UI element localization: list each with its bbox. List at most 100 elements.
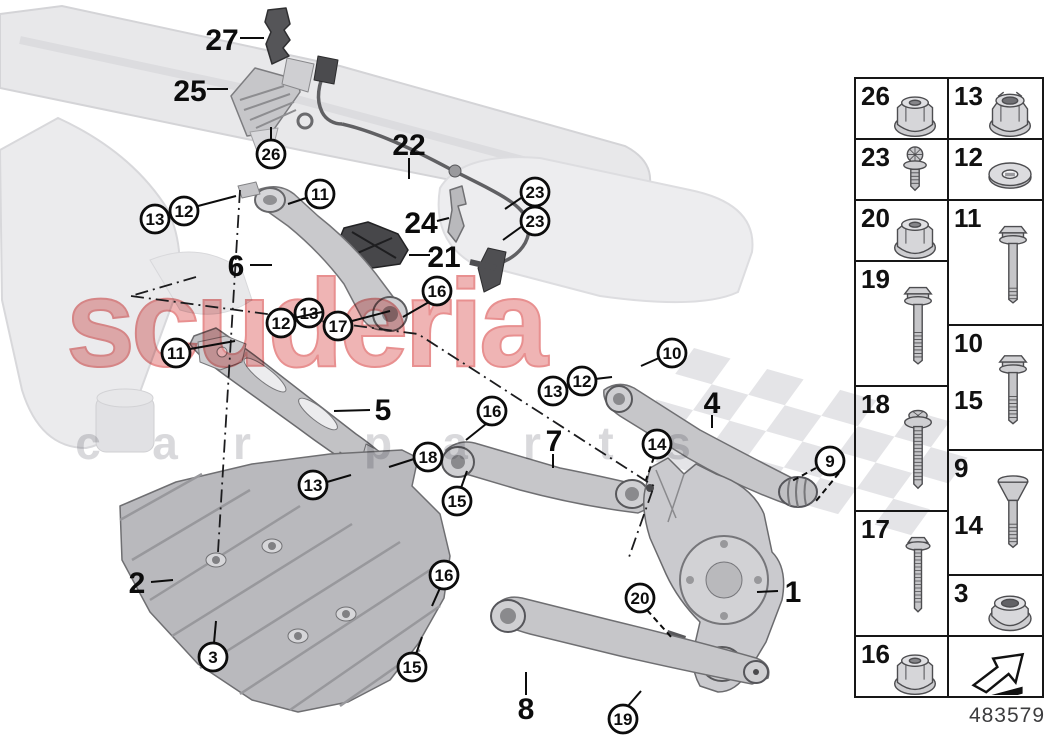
callout-number: 12: [272, 314, 291, 333]
callout-leader: [150, 579, 174, 583]
callout-leader: [415, 636, 423, 655]
callout-leader: [436, 217, 450, 222]
callout-circle: [168, 195, 200, 227]
callout-circle: [139, 203, 171, 235]
legend-cell-16: 16: [854, 635, 949, 698]
callout-number: 4: [704, 387, 721, 420]
callout-5: 5: [333, 394, 392, 427]
legend-cell-12: 12: [947, 138, 1044, 201]
callout-circle: [607, 703, 639, 735]
nut-top-icon: [988, 595, 1032, 631]
callout-leader: [502, 226, 522, 241]
callout-circle: [566, 365, 598, 397]
callout-25: 25: [173, 75, 228, 108]
callout-leader: [333, 409, 371, 412]
washer-icon: [988, 161, 1032, 189]
callout-number: 6: [228, 250, 245, 283]
callout-leader: [293, 311, 323, 319]
part-22-abs-sensor: [296, 55, 531, 266]
callout-number: 12: [573, 372, 592, 391]
part-7-control-arm: [441, 441, 656, 514]
callout-16: 16: [465, 395, 508, 441]
callout-number: 8: [518, 693, 535, 726]
bolt-med-icon: [999, 354, 1028, 424]
callout-6: 6: [228, 250, 272, 283]
callout-number: 22: [392, 129, 425, 162]
legend-number: 9: [954, 453, 969, 483]
callout-3: 3: [197, 620, 229, 673]
callout-27: 27: [205, 24, 264, 57]
callout-26: 26: [255, 127, 287, 170]
callout-number: 23: [526, 183, 545, 202]
callout-number: 21: [427, 241, 460, 274]
part-24-bracket: [447, 185, 467, 243]
nut-lock-icon: [989, 90, 1032, 137]
callout-number: 13: [304, 476, 323, 495]
screw-small-icon: [903, 145, 927, 191]
callout-10: 10: [640, 337, 688, 369]
arrow-icon: [972, 652, 1024, 695]
callout-circle: [293, 297, 325, 329]
callout-20: 20: [624, 582, 673, 639]
callout-leader: [627, 690, 642, 707]
callout-circle: [322, 310, 354, 342]
callout-number: 15: [403, 658, 422, 677]
callout-number: 27: [205, 24, 238, 57]
callout-leader: [460, 470, 468, 489]
callout-15: 15: [441, 470, 473, 517]
callout-15: 15: [396, 636, 428, 683]
callout-number: 26: [262, 145, 281, 164]
callout-circle: [519, 205, 551, 237]
callout-circle: [814, 445, 846, 477]
callout-4: 4: [704, 387, 721, 428]
screw-ribbed-icon: [904, 409, 932, 489]
legend-number: 16: [861, 639, 890, 669]
callout-leader: [287, 197, 307, 205]
callout-number: 16: [428, 282, 447, 301]
callout-11: 11: [160, 337, 236, 369]
callout-13: 13: [139, 203, 171, 235]
callout-circle: [160, 337, 192, 369]
legend-number: 15: [954, 385, 983, 416]
callout-14: 14: [641, 428, 673, 481]
subframe-faint: [0, 4, 754, 453]
callout-leader: [431, 587, 441, 607]
callout-leader: [756, 590, 779, 593]
callout-24: 24: [404, 207, 450, 240]
callout-11: 11: [287, 178, 336, 210]
callout-leader: [815, 472, 840, 502]
legend-cell-13: 13: [947, 77, 1044, 140]
legend-number: 11: [954, 203, 982, 233]
part-4-trailing-arm: [603, 383, 818, 508]
callout-leader: [789, 467, 817, 483]
legend-number: 18: [861, 389, 890, 419]
callout-circle: [396, 651, 428, 683]
callout-leader: [640, 357, 660, 367]
callout-number: 17: [329, 317, 348, 336]
wheel-speed-sensor: [469, 247, 507, 293]
callout-number: 11: [311, 185, 329, 204]
callout-circle: [265, 307, 297, 339]
callout-23: 23: [502, 205, 551, 241]
callout-9: 9: [789, 445, 846, 502]
callout-number: 24: [404, 207, 438, 240]
callout-circle: [624, 582, 656, 614]
legend-number: 26: [861, 81, 890, 111]
callout-circle: [421, 275, 453, 307]
legend-number: 12: [954, 142, 983, 172]
callout-number: 5: [375, 394, 392, 427]
clip: [281, 57, 315, 93]
callout-circle: [304, 178, 336, 210]
part-25-bracket: [230, 67, 301, 137]
callout-7: 7: [546, 425, 562, 468]
callout-number: 20: [631, 589, 650, 608]
callout-leader: [465, 423, 487, 441]
callout-1: 1: [756, 576, 801, 609]
callout-circle: [255, 138, 287, 170]
doc-number: 483579: [968, 704, 1046, 727]
legend-cell-19: 19: [854, 260, 949, 387]
bolt-long-icon: [904, 286, 932, 365]
